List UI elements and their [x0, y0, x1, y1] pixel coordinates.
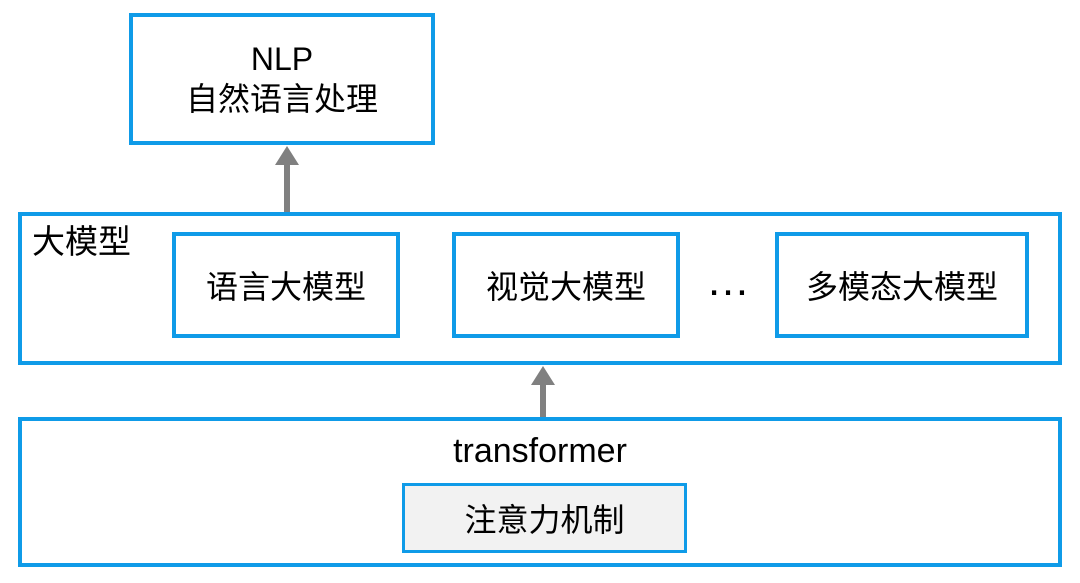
large-model-label: 大模型	[32, 223, 131, 260]
multimodal-model-box: 多模态大模型	[775, 232, 1029, 338]
language-model-label: 语言大模型	[205, 269, 366, 305]
vision-model-label: 视觉大模型	[485, 269, 646, 305]
arrow-up-icon	[275, 146, 299, 234]
language-model-box: 语言大模型	[172, 232, 400, 338]
attention-label: 注意力机制	[464, 502, 625, 538]
multimodal-model-label: 多模态大模型	[805, 269, 998, 305]
attention-box: 注意力机制	[402, 483, 687, 553]
arrow-up-icon	[531, 366, 555, 418]
transformer-label: transformer	[453, 432, 627, 470]
vision-model-box: 视觉大模型	[452, 232, 680, 338]
ellipsis-dots: …	[706, 256, 752, 305]
nlp-box: NLP 自然语言处理	[129, 13, 435, 145]
nlp-box-subtitle: 自然语言处理	[185, 81, 378, 117]
nlp-box-title: NLP	[250, 41, 314, 77]
